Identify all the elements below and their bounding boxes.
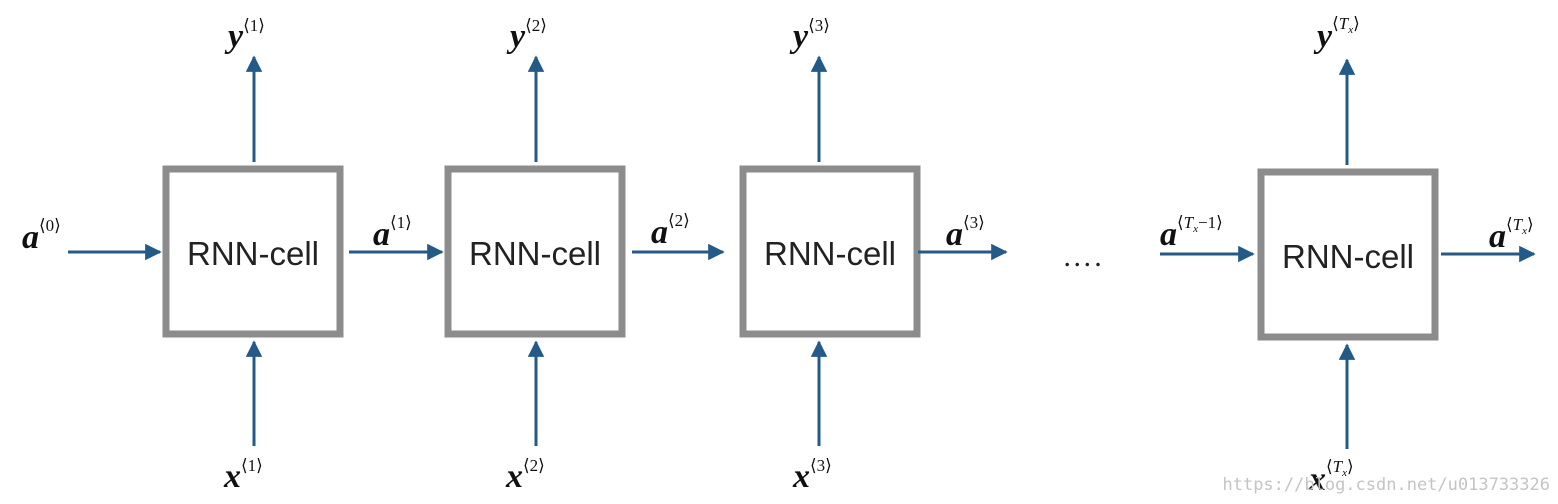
label-y3: y⟨3⟩	[789, 16, 830, 55]
label-atx-minus-1: a⟨Tx−1⟩	[1160, 213, 1223, 253]
ellipsis: ….	[1062, 240, 1104, 273]
cell-box	[739, 165, 921, 338]
label-x3: x⟨3⟩	[792, 456, 832, 495]
label-y1: y⟨1⟩	[224, 16, 265, 55]
label-ytx: y⟨Tx⟩	[1313, 14, 1360, 55]
cell-label: RNN-cell	[469, 235, 601, 272]
label-a0: a⟨0⟩	[22, 216, 61, 256]
cell-box	[162, 165, 344, 338]
watermark: https://blog.csdn.net/u013733326	[1222, 475, 1550, 495]
cell-label: RNN-cell	[764, 235, 896, 272]
rnn-cell-3: RNN-cell	[739, 165, 921, 338]
cell-label: RNN-cell	[187, 235, 319, 272]
cell-box	[1257, 168, 1439, 341]
label-a3: a⟨3⟩	[946, 213, 985, 253]
label-a2: a⟨2⟩	[651, 211, 690, 251]
cell-box	[444, 165, 626, 338]
rnn-cell-2: RNN-cell	[444, 165, 626, 338]
label-a1: a⟨1⟩	[373, 213, 412, 253]
label-y2: y⟨2⟩	[506, 16, 547, 55]
rnn-cell-tx: RNN-cell	[1257, 168, 1439, 341]
rnn-cell-1: RNN-cell	[162, 165, 344, 338]
label-atx: a⟨Tx⟩	[1489, 215, 1534, 255]
label-xtx: x⟨Tx⟩	[1308, 457, 1354, 498]
label-x2: x⟨2⟩	[505, 456, 545, 495]
cell-label: RNN-cell	[1282, 238, 1414, 275]
label-x1: x⟨1⟩	[223, 456, 263, 495]
